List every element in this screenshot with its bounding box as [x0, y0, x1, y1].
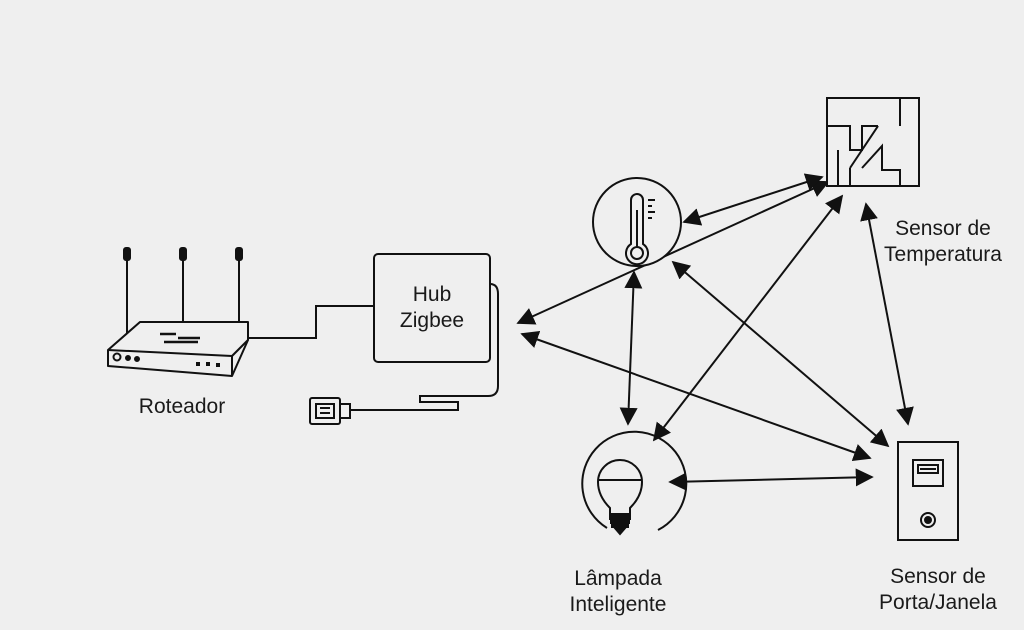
router-label-text: Roteador [138, 395, 226, 418]
lamp-label-line2: Inteligente [569, 593, 667, 616]
arrow-temperature-sensor-lamp [652, 194, 844, 442]
temperature-sensor-label: Sensor de Temperatura [868, 216, 1018, 268]
door-sensor-label: Sensor de Porta/Janela [860, 564, 1016, 616]
temperature-sensor-label-line2: Temperatura [884, 243, 1002, 266]
thermometer-icon [592, 177, 682, 267]
temperature-sensor-label-line1: Sensor de [895, 217, 991, 240]
door-sensor-label-line2: Porta/Janela [879, 591, 997, 614]
arrow-temperature-sensor-door-sensor [860, 202, 914, 426]
arrow-thermometer-door-sensor [671, 260, 890, 448]
lightbulb-icon [581, 430, 688, 536]
hub-label-line2: Zigbee [399, 309, 465, 332]
lamp-label-line1: Lâmpada [574, 567, 662, 590]
arrow-lamp-door-sensor [668, 468, 874, 491]
hub-label: Hub Zigbee [374, 282, 490, 334]
door-sensor-label-line1: Sensor de [890, 565, 986, 588]
hub-icon [373, 253, 491, 363]
power-plug-icon [309, 397, 351, 425]
cable-hub-plug [350, 283, 499, 411]
arrow-hub-door-sensor [520, 330, 872, 462]
arrow-thermometer-lamp [619, 270, 643, 426]
hub-label-line1: Hub [412, 283, 452, 306]
door-window-sensor-icon [897, 441, 959, 541]
cable-router-hub [248, 305, 374, 339]
temperature-sensor-icon [826, 97, 920, 187]
router-label: Roteador [120, 394, 244, 420]
lamp-label: Lâmpada Inteligente [548, 566, 688, 618]
router-icon [107, 247, 249, 377]
